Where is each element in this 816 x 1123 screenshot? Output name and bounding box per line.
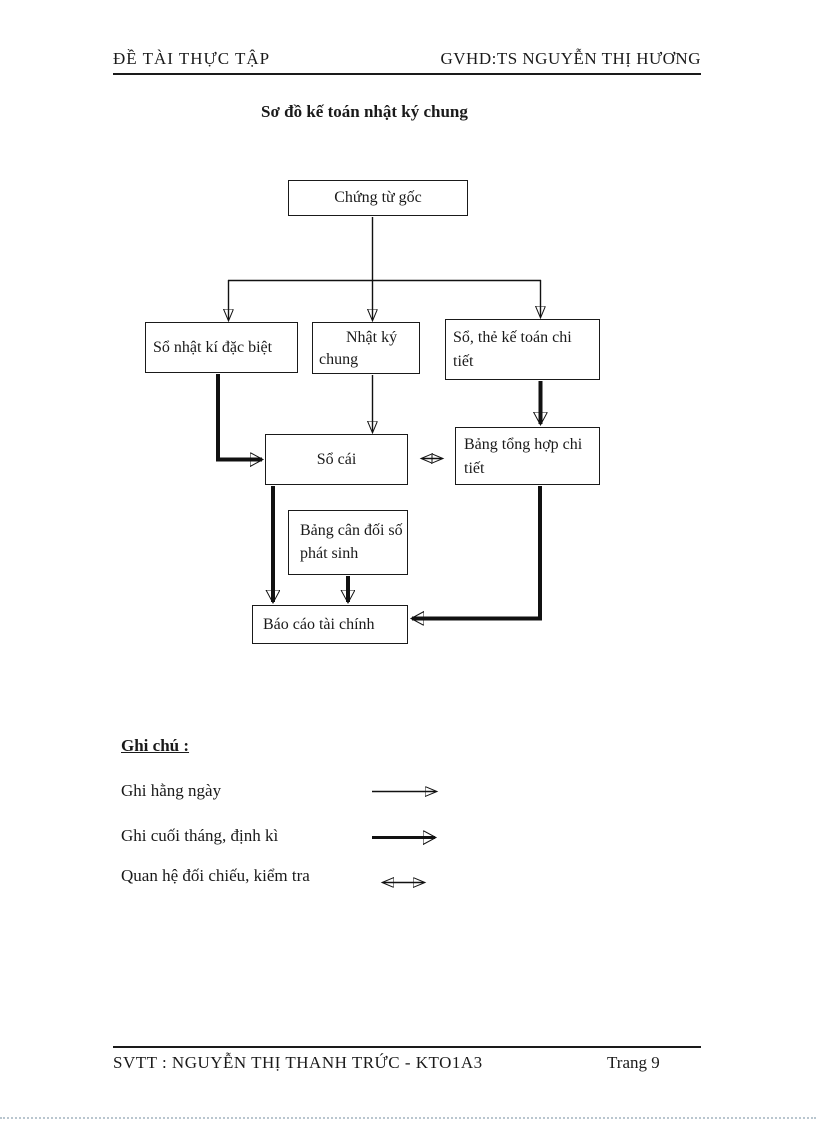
node-bang-can-doi-so-phat-sinh: Bảng cân đối số phát sinh (288, 510, 408, 575)
node-bang-tong-hop-chi-tiet: Bảng tổng hợp chi tiết (455, 427, 600, 485)
header-right-text: GVHD:TS NGUYỄN THỊ HƯƠNG (440, 49, 701, 68)
arrow-bangtonghop-to-baocao (412, 486, 542, 619)
header-left-text: ĐỀ TÀI THỰC TẬP (113, 49, 271, 68)
node-nhat-ky-chung: Nhật ký chung (312, 322, 420, 374)
page-break-dotted-line (0, 1117, 816, 1119)
legend-item-reconcile: Quan hệ đối chiếu, kiểm tra (121, 866, 310, 885)
footer-page-number: Trang 9 (607, 1053, 660, 1072)
footer-left-text: SVTT : NGUYỄN THỊ THANH TRỨC - KTO1A3 (113, 1053, 483, 1072)
node-chung-tu-goc: Chứng từ gốc (288, 180, 468, 216)
node-so-nhat-ki-dac-biet: Sổ nhật kí đặc biệt (145, 322, 298, 373)
legend-item-daily: Ghi hằng ngày (121, 781, 222, 800)
page-title: Sơ đồ kế toán nhật ký chung (261, 102, 468, 121)
footer-rule (113, 1046, 701, 1048)
node-so-cai: Sổ cái (265, 434, 408, 485)
connector-chungtu-trunk (228, 217, 541, 282)
node-so-the-ke-toan-chi-tiet: Sổ, thẻ kế toán chi tiết (445, 319, 600, 380)
legend-heading: Ghi chú : (121, 736, 190, 755)
arrow-sonhatki-to-socai (216, 374, 262, 460)
legend-item-monthly: Ghi cuối tháng, định kì (121, 826, 279, 845)
node-bao-cao-tai-chinh: Báo cáo tài chính (252, 605, 408, 644)
header-rule (113, 73, 701, 75)
